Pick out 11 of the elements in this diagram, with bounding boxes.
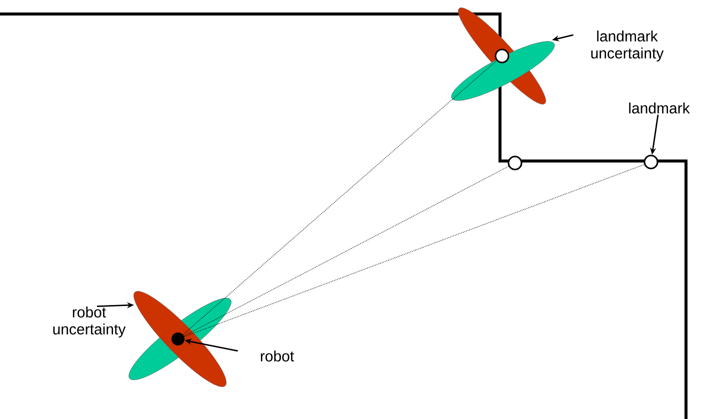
- text-label: landmark uncertainty: [591, 30, 664, 62]
- landmark-circle: [508, 156, 522, 170]
- text-label: robot uncertainty: [53, 306, 126, 338]
- sight-line: [184, 164, 645, 337]
- robot-dot: [172, 332, 184, 346]
- landmark-circle: [644, 154, 658, 170]
- sight-line: [182, 60, 497, 335]
- sight-line: [184, 166, 509, 336]
- text-label: robot: [260, 350, 294, 362]
- landmark-circle: [494, 48, 510, 64]
- text-label: landmark: [629, 102, 690, 114]
